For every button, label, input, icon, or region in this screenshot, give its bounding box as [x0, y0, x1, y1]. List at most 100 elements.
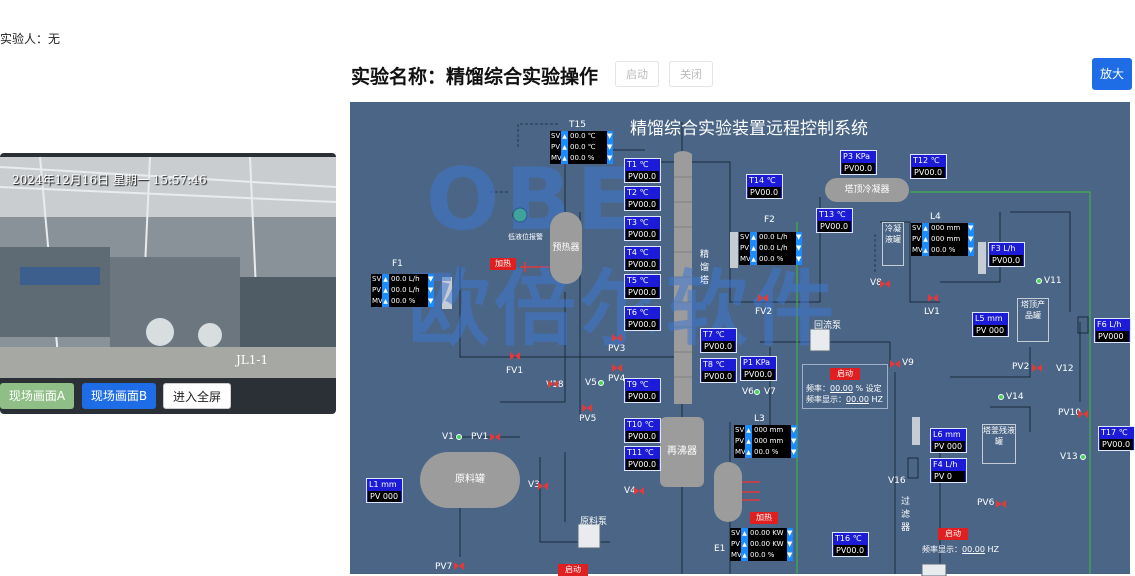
down-arrow-icon[interactable]: ▼ [607, 131, 613, 142]
v3-label: V3 [528, 480, 540, 490]
preheater: 预热器 [550, 212, 582, 284]
v9-valve[interactable] [890, 360, 900, 368]
down-arrow-icon[interactable]: ▼ [607, 153, 613, 164]
fv2-valve[interactable] [758, 294, 768, 302]
reboiler: 再沸器 [660, 417, 704, 487]
view-a-button[interactable]: 现场画面A [0, 383, 74, 409]
controller-value: 000 mm [754, 426, 784, 434]
v1-indicator[interactable] [456, 434, 462, 440]
sensor-title: F6 L/h [1097, 320, 1122, 329]
v14-indicator[interactable] [998, 394, 1004, 400]
pv6-valve[interactable] [996, 500, 1006, 508]
down-arrow-icon[interactable]: ▼ [791, 425, 797, 436]
down-arrow-icon[interactable]: ▼ [607, 142, 613, 153]
fullscreen-button[interactable]: 进入全屏 [163, 383, 231, 409]
v14-label: V14 [1006, 392, 1024, 402]
down-arrow-icon[interactable]: ▼ [791, 447, 797, 458]
down-arrow-icon[interactable]: ▼ [787, 550, 793, 561]
v3-valve[interactable] [538, 482, 548, 490]
lv1-valve[interactable] [928, 294, 938, 302]
controller-key: SV [551, 132, 561, 140]
controller-c-e1[interactable]: SV▲00.00 KW▼PV▲00.00 KW▼MV▲00.0 %▼ [730, 528, 793, 561]
v8-valve[interactable] [880, 280, 890, 288]
freq-value[interactable]: 00.00 [830, 384, 853, 393]
camera-image [0, 156, 337, 379]
scada-title: 精馏综合实验装置远程控制系统 [630, 119, 868, 139]
up-arrow-icon[interactable]: ▲ [382, 285, 389, 296]
down-arrow-icon[interactable]: ▼ [787, 528, 793, 539]
sensor-value: PV00.0 [626, 431, 659, 442]
up-arrow-icon[interactable]: ▲ [741, 539, 748, 550]
up-arrow-icon[interactable]: ▲ [922, 234, 929, 245]
down-arrow-icon[interactable]: ▼ [428, 274, 434, 285]
controller-c-l3[interactable]: SV▲000 mm▼PV▲000 mm▼MV▲00.0 %▼ [734, 425, 797, 458]
controller-c-t15[interactable]: SV▲00.0 ℃▼PV▲00.0 ℃▼MV▲00.0 %▼ [550, 131, 613, 164]
pv3-valve[interactable] [612, 334, 622, 342]
up-arrow-icon[interactable]: ▲ [750, 232, 757, 243]
freq-label: 频率： [806, 384, 830, 393]
pv1-valve[interactable] [490, 433, 500, 441]
sensor-value: PV00.0 [626, 391, 659, 402]
controller-c-f2[interactable]: SV▲00.0 L/h▼PV▲00.0 L/h▼MV▲00.0 %▼ [739, 232, 802, 265]
controller-c-f1[interactable]: SV▲00.0 L/h▼PV▲00.0 L/h▼MV▲00.0 %▼ [371, 274, 434, 307]
v7-label: V7 [764, 387, 776, 397]
controller-key: MV [740, 255, 751, 263]
up-arrow-icon[interactable]: ▲ [750, 254, 757, 265]
up-arrow-icon[interactable]: ▲ [561, 131, 568, 142]
up-arrow-icon[interactable]: ▲ [922, 223, 929, 234]
top-product-tank: 塔顶产品罐 [1017, 298, 1049, 342]
heat-button-reboiler[interactable]: 加热 [750, 512, 778, 524]
down-arrow-icon[interactable]: ▼ [796, 254, 802, 265]
v5-indicator[interactable] [598, 380, 604, 386]
up-arrow-icon[interactable]: ▲ [741, 528, 748, 539]
pv4-valve[interactable] [612, 364, 622, 372]
down-arrow-icon[interactable]: ▼ [968, 234, 974, 245]
zoom-button[interactable]: 放大 [1092, 58, 1132, 90]
experiment-title: 实验名称：精馏综合实验操作 [351, 66, 599, 88]
sensor-value: PV 000 [368, 491, 401, 502]
up-arrow-icon[interactable]: ▲ [745, 447, 752, 458]
v4-valve[interactable] [634, 487, 644, 495]
up-arrow-icon[interactable]: ▲ [745, 425, 752, 436]
freq-set-button[interactable]: 设定 [865, 384, 882, 393]
up-arrow-icon[interactable]: ▲ [382, 274, 389, 285]
up-arrow-icon[interactable]: ▲ [382, 296, 389, 307]
start-button-feed-pump[interactable]: 启动 [558, 564, 588, 576]
camera-panel: 2024年12月16日 星期一 15:57:46 JL1-1 现场画面A 现场画… [0, 153, 337, 414]
view-b-button[interactable]: 现场画面B [82, 383, 156, 409]
up-arrow-icon[interactable]: ▲ [561, 153, 568, 164]
sensor-value: PV00.0 [626, 319, 659, 330]
down-arrow-icon[interactable]: ▼ [787, 539, 793, 550]
up-arrow-icon[interactable]: ▲ [750, 243, 757, 254]
up-arrow-icon[interactable]: ▲ [561, 142, 568, 153]
up-arrow-icon[interactable]: ▲ [745, 436, 752, 447]
up-arrow-icon[interactable]: ▲ [922, 245, 929, 256]
down-arrow-icon[interactable]: ▼ [791, 436, 797, 447]
v18-valve[interactable] [548, 380, 558, 388]
start-button-reflux[interactable]: 启动 [830, 368, 860, 380]
up-arrow-icon[interactable]: ▲ [741, 550, 748, 561]
controller-row-pv: PV▲000 mm▼ [911, 234, 974, 245]
down-arrow-icon[interactable]: ▼ [968, 223, 974, 234]
heat-button-preheater[interactable]: 加热 [490, 258, 516, 270]
sensor-value: PV00.0 [626, 287, 659, 298]
down-arrow-icon[interactable]: ▼ [796, 232, 802, 243]
down-arrow-icon[interactable]: ▼ [428, 285, 434, 296]
pv10-valve[interactable] [1078, 410, 1088, 418]
pv7-valve[interactable] [454, 562, 464, 570]
pv5-valve[interactable] [582, 404, 592, 412]
down-arrow-icon[interactable]: ▼ [428, 296, 434, 307]
controller-c-l4[interactable]: SV▲000 mm▼PV▲000 mm▼MV▲00.0 %▼ [911, 223, 974, 256]
v13-indicator[interactable] [1080, 454, 1086, 460]
close-button[interactable]: 关闭 [669, 61, 713, 87]
start-button[interactable]: 启动 [615, 61, 659, 87]
down-arrow-icon[interactable]: ▼ [968, 245, 974, 256]
pv2-valve[interactable] [1032, 364, 1042, 372]
v6-indicator[interactable] [754, 389, 760, 395]
v11-indicator[interactable] [1036, 278, 1042, 284]
start-button-pump[interactable]: 启动 [938, 528, 968, 540]
fv1-valve[interactable] [510, 352, 520, 360]
down-arrow-icon[interactable]: ▼ [796, 243, 802, 254]
